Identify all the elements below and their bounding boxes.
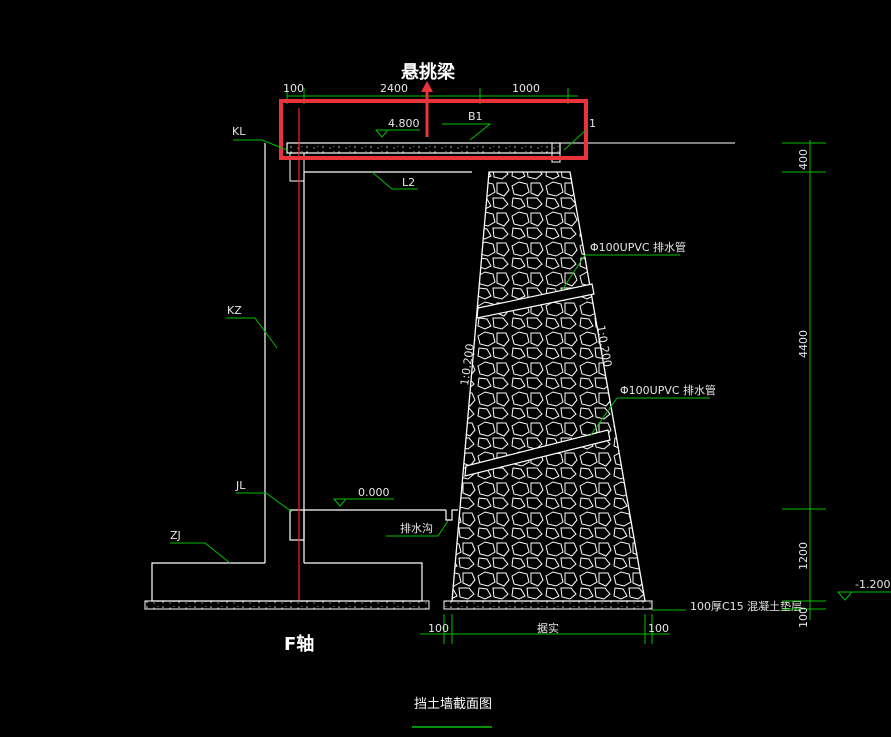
elevation-marker-top (374, 129, 420, 138)
elevation-marker-ground (332, 498, 394, 507)
elevation-bottom-label: -1.200 (855, 578, 890, 591)
label-b1: B1 (468, 110, 483, 123)
label-zj: ZJ (170, 529, 181, 542)
elevation-marker-bottom (836, 591, 891, 601)
dim-top-right: 1000 (512, 82, 540, 95)
drain-pipes (464, 283, 611, 477)
label-drain-pipe-upper: Φ100UPVC 排水管 (590, 240, 686, 254)
elevation-top-label: 4.800 (388, 117, 420, 130)
leader-lines (170, 123, 710, 611)
right-dimension-line (782, 140, 826, 620)
label-slope-left: 1:0.200 (458, 343, 477, 387)
cantilever-beam (286, 142, 735, 173)
bottom-dimension-line (420, 614, 670, 644)
label-drain-ditch: 排水沟 (400, 521, 433, 535)
dim-right-seg4: 100 (797, 607, 810, 628)
dim-top-middle: 2400 (380, 82, 408, 95)
highlight-box (279, 99, 588, 160)
label-l2: L2 (402, 176, 415, 189)
label-cushion: 100厚C15 混凝土垫层 (690, 599, 802, 613)
dim-right-seg2: 4400 (797, 330, 810, 358)
retaining-wall-body (451, 171, 646, 602)
dim-bottom-right: 100 (648, 622, 669, 635)
label-jl: JL (235, 479, 246, 492)
axis-label: F轴 (284, 633, 314, 655)
label-drain-pipe-lower: Φ100UPVC 排水管 (620, 383, 716, 397)
elevation-ground-label: 0.000 (358, 486, 390, 499)
drawing-title: 挡土墙截面图 (414, 697, 492, 712)
dim-bottom-left: 100 (428, 622, 449, 635)
dim-bottom-middle: 据实 (537, 621, 559, 635)
label-marker-1: 1 (589, 117, 596, 130)
dim-right-seg3: 1200 (797, 542, 810, 570)
callout-label: 悬挑梁 (400, 61, 456, 83)
footing-cushion-left (144, 600, 430, 610)
wall-cushion (443, 600, 653, 610)
label-kz: KZ (227, 304, 242, 317)
up-arrow-icon (421, 81, 433, 137)
dim-right-seg1: 400 (797, 149, 810, 170)
dim-top-left: 100 (283, 82, 304, 95)
label-kl: KL (232, 125, 246, 138)
